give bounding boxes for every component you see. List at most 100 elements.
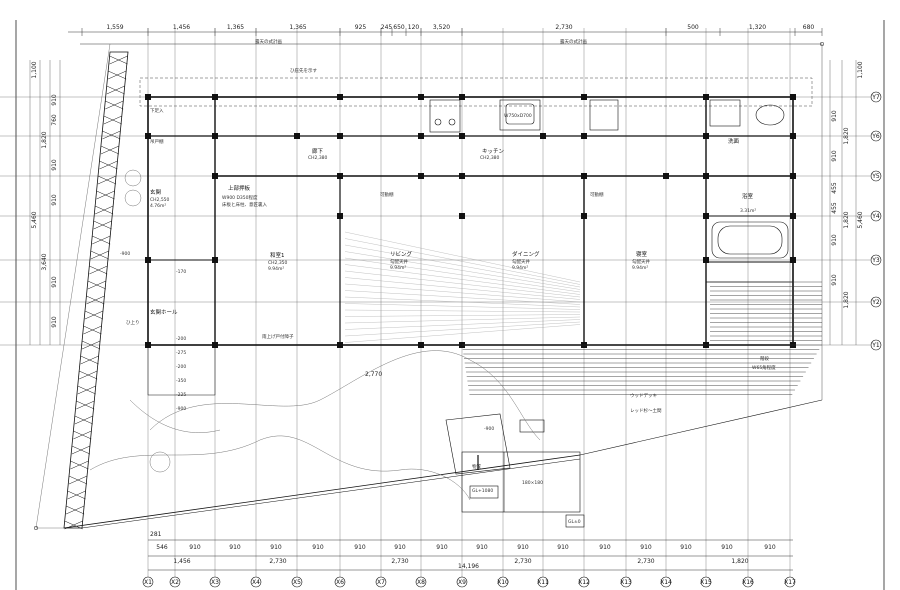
x-axis-label: X16	[742, 579, 754, 586]
column	[418, 173, 424, 179]
room-washitsu-sub: CH2,350	[268, 260, 288, 266]
column	[418, 133, 424, 139]
column	[337, 94, 343, 100]
wood-deck	[462, 281, 822, 395]
x-axis-bubble: X4	[250, 576, 262, 588]
mini-dim: -900	[120, 251, 130, 257]
genkan-mini-dims: -900-170-200-275-200-350-225-900-900	[120, 251, 494, 432]
top-dim-label: 1,559	[106, 24, 123, 31]
y-axis-bubble: Y1	[870, 339, 882, 351]
column	[418, 342, 424, 348]
bottom-dim-label-2: 2,730	[637, 558, 654, 565]
right-dim-label: 1,820	[843, 127, 850, 144]
x-axis-bubble: X14	[660, 576, 672, 588]
column	[145, 257, 151, 263]
column	[212, 173, 218, 179]
mini-dim: -900	[176, 406, 186, 412]
column	[337, 342, 343, 348]
y-axis-bubble: Y2	[870, 296, 882, 308]
structural-columns	[145, 94, 796, 348]
column	[459, 173, 465, 179]
note-shoe: 下足入	[150, 108, 164, 114]
room-deck: ウッドデッキ	[630, 392, 657, 399]
left-dim-label: 910	[51, 276, 58, 288]
bottom-dim-label-2: 2,730	[514, 558, 531, 565]
column	[540, 133, 546, 139]
left-dim-label: 910	[51, 159, 58, 171]
x-axis-label: X9	[458, 579, 466, 586]
column	[337, 213, 343, 219]
bottom-dim-label: 910	[764, 544, 776, 551]
room-shindai-area: 9.94m²	[632, 265, 648, 271]
right-dim-label: 1,100	[857, 61, 864, 78]
note-bottom: 雨上げ戸付障子	[262, 333, 294, 340]
right-dim-label: 1,820	[843, 291, 850, 308]
room-washroom: 洗面	[728, 137, 740, 145]
x-axis-bubble: X17	[784, 576, 796, 588]
x-axis-label: X4	[252, 579, 260, 586]
note-gl: GL+1080	[472, 488, 493, 494]
room-dining: ダイニング	[512, 250, 540, 258]
room-roka-sub: CH2,380	[308, 155, 328, 161]
column	[790, 94, 796, 100]
x-axis-label: X17	[784, 579, 796, 586]
x-axis-label: X1	[144, 579, 152, 586]
x-axis-label: X15	[700, 579, 712, 586]
x-axis-label: X11	[537, 579, 549, 586]
bottom-dim-label-2: 1,820	[731, 558, 748, 565]
x-axis-bubble: X9	[456, 576, 468, 588]
room-shindai: 寝室	[636, 250, 648, 258]
bottom-dim-label: 910	[640, 544, 652, 551]
column	[703, 213, 709, 219]
column	[581, 173, 587, 179]
column	[790, 133, 796, 139]
left-dim-label: 3,640	[41, 253, 48, 270]
x-gridlines	[147, 28, 791, 578]
x-axis-bubble: X8	[415, 576, 427, 588]
top-dim-label: 3,520	[433, 24, 450, 31]
top-dim-label: 245	[381, 24, 393, 31]
right-dim-label: 910	[831, 110, 838, 122]
column	[459, 133, 465, 139]
bottom-dim-label-2: 2,730	[391, 558, 408, 565]
mini-dim: -200	[176, 336, 186, 342]
note-stair-up: ひ上り	[126, 319, 140, 326]
x-axis-bubble: X11	[537, 576, 549, 588]
right-dim-label: 455	[831, 182, 838, 194]
column	[790, 213, 796, 219]
top-dim-label: 500	[687, 24, 699, 31]
x-axis-bubble: X5	[291, 576, 303, 588]
building-walls	[147, 96, 794, 396]
x-axis-label: X7	[377, 579, 385, 586]
top-dim-label: 2,730	[555, 24, 572, 31]
kitchen-fixtures	[429, 99, 789, 259]
bottom-dim-label: 910	[680, 544, 692, 551]
x-axis-label: X2	[171, 579, 179, 586]
column	[703, 173, 709, 179]
eaves-note: ひ庇先を示す	[290, 67, 317, 74]
bottom-dim-label: 910	[557, 544, 569, 551]
column	[212, 133, 218, 139]
room-bathroom-area: 3.31m²	[740, 208, 756, 214]
y-axis-label: Y7	[871, 94, 880, 101]
right-dim-label: 910	[831, 274, 838, 286]
room-kitchen: キッチン	[482, 148, 505, 155]
top-dim-label: 120	[408, 24, 420, 31]
top-note-right: 露天の式計画	[560, 38, 587, 45]
bottom-dim-label-2: 2,730	[269, 558, 286, 565]
room-genkan: 玄関	[150, 188, 162, 196]
top-dim-label: 925	[355, 24, 367, 31]
x-axis-label: X6	[336, 579, 344, 586]
upper-oshi-note2: 床板と床柱、意匠裏入	[222, 201, 267, 208]
bottom-dim-label: 910	[354, 544, 366, 551]
room-deck-note: レッド杉〜土間	[630, 407, 662, 414]
x-axis-label: X8	[417, 579, 425, 586]
column	[581, 213, 587, 219]
bottom-dim-label: 910	[599, 544, 611, 551]
y-axis-bubble: Y4	[870, 210, 882, 222]
x-axis-bubble: X6	[334, 576, 346, 588]
column	[581, 94, 587, 100]
x-axis-bubble: X1	[142, 576, 154, 588]
